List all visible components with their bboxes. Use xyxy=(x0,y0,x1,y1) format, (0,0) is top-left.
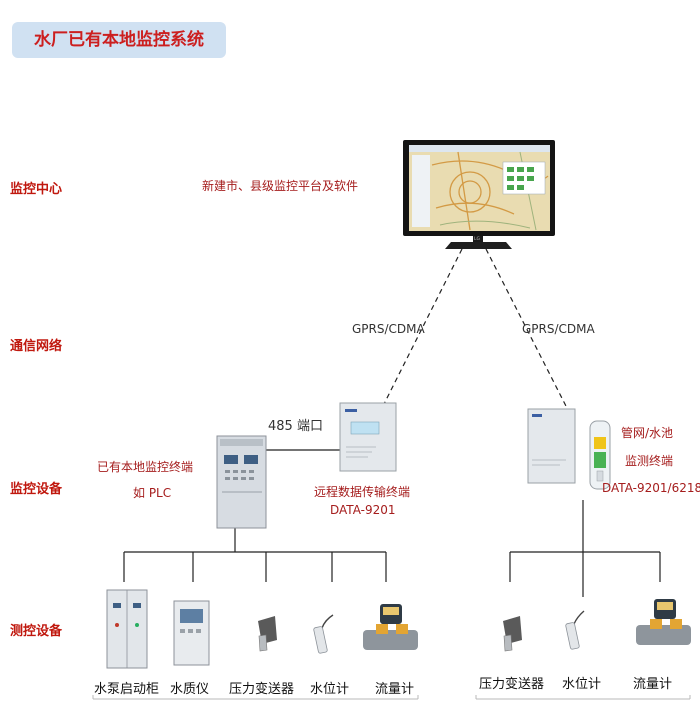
device-label-pressure-right: 压力变送器 xyxy=(479,677,545,692)
rtu-label-line2: DATA-9201 xyxy=(330,503,396,517)
device-label-pressure: 压力变送器 xyxy=(229,682,295,697)
connector-lines xyxy=(123,248,661,597)
rtu-label-line1: 远程数据传输终端 xyxy=(314,485,411,499)
pressure-transmitter-icon xyxy=(258,616,277,652)
device-label-flow: 流量计 xyxy=(375,682,415,697)
plc-label-line1: 已有本地监控终端 xyxy=(97,460,194,474)
title-banner xyxy=(12,22,226,58)
port-label: 485 端口 xyxy=(268,419,323,434)
row-label-center: 监控中心 xyxy=(10,182,63,197)
flow-meter-right-icon xyxy=(636,599,691,645)
link-label-left: GPRS/CDMA xyxy=(352,322,425,336)
plc-cabinet-icon xyxy=(216,435,267,529)
gprs-link-left xyxy=(383,248,463,405)
water-level-gauge-icon xyxy=(313,614,334,654)
pump-cabinet-icon xyxy=(106,589,148,669)
flow-meter-icon xyxy=(363,604,418,650)
gprs-link-right xyxy=(485,248,569,411)
water-level-gauge-right-icon xyxy=(565,610,585,650)
pipe-terminal-box-icon xyxy=(527,408,576,484)
link-label-right: GPRS/CDMA xyxy=(522,322,595,336)
pipe-label-line3: DATA-9201/6218 xyxy=(602,481,700,495)
plc-label-line2: 如 PLC xyxy=(133,486,172,500)
rtu-box-icon xyxy=(339,402,397,472)
device-label-water-quality: 水质仪 xyxy=(170,682,210,697)
pipe-label-line2: 监测终端 xyxy=(625,454,674,468)
pressure-transmitter-right-icon xyxy=(503,616,522,652)
water-quality-meter-icon xyxy=(173,600,210,666)
monitor-brand-text: LG xyxy=(474,236,481,242)
sensor-terminal-icon xyxy=(589,420,611,490)
pipe-label-line1: 管网/水池 xyxy=(621,426,674,440)
monitor-icon xyxy=(403,140,555,249)
page-title: 水厂已有本地监控系统 xyxy=(34,30,204,50)
row-label-device: 监控设备 xyxy=(10,482,63,497)
device-label-pump-cabinet: 水泵启动柜 xyxy=(94,682,160,697)
platform-label: 新建市、县级监控平台及软件 xyxy=(202,179,359,193)
bottom-brackets xyxy=(92,695,691,700)
device-label-water-level: 水位计 xyxy=(310,682,350,697)
row-label-network: 通信网络 xyxy=(10,339,63,354)
row-label-measure: 测控设备 xyxy=(10,624,63,639)
device-label-water-level-right: 水位计 xyxy=(562,677,602,692)
device-label-flow-right: 流量计 xyxy=(633,677,673,692)
